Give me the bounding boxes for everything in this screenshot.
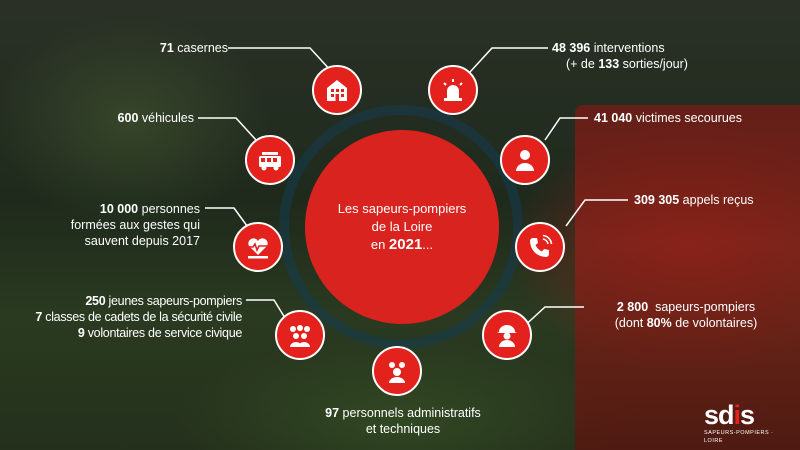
label-sapeurs: 2 800 sapeurs-pompiers (dont 80% de volo… bbox=[614, 300, 758, 330]
line-casernes bbox=[228, 47, 333, 73]
line-jeunes bbox=[246, 299, 286, 319]
firefighter-icon bbox=[497, 325, 517, 347]
label-appels: 309 305 appels reçus bbox=[634, 193, 754, 207]
node-interventions bbox=[428, 65, 478, 115]
label-casernes: 71 casernes bbox=[159, 41, 228, 55]
label-personnels: 97 personnels administratifs et techniqu… bbox=[325, 406, 481, 436]
hub-circle: Les sapeurs-pompiers de la Loire en 2021… bbox=[305, 130, 499, 324]
hub-line3: en 2021... bbox=[370, 236, 434, 253]
building-icon bbox=[327, 80, 347, 101]
hub-line2: de la Loire bbox=[371, 219, 433, 234]
person-icon bbox=[516, 150, 534, 171]
hub-year: 2021 bbox=[388, 236, 423, 253]
node-casernes bbox=[312, 65, 362, 115]
fire-truck-icon bbox=[259, 152, 281, 171]
phone-icon bbox=[530, 234, 553, 257]
node-victimes bbox=[500, 135, 550, 185]
node-personnels bbox=[372, 346, 422, 396]
label-formees: 10 000 personnes formées aux gestes qui … bbox=[70, 202, 200, 248]
node-formees bbox=[233, 222, 283, 272]
label-jeunes: 250 jeunes sapeurs-pompiers 7 classes de… bbox=[35, 294, 242, 340]
hub-line1: Les sapeurs-pompiers bbox=[337, 201, 467, 216]
line-vehicules bbox=[198, 117, 257, 141]
label-interventions: 48 396 interventions (+ de 133 sorties/j… bbox=[552, 41, 688, 71]
label-victimes: 41 040 victimes secourues bbox=[594, 111, 742, 125]
siren-icon bbox=[443, 79, 463, 101]
people-gears-icon bbox=[389, 362, 405, 383]
group-icon bbox=[290, 325, 310, 347]
node-jeunes bbox=[275, 310, 325, 360]
line-interventions bbox=[469, 47, 548, 73]
sdis-logo: sdis SAPEURS-POMPIERS · LOIRE bbox=[704, 400, 774, 444]
node-vehicules bbox=[245, 135, 295, 185]
node-appels bbox=[515, 222, 565, 272]
label-vehicules: 600 véhicules bbox=[117, 111, 194, 125]
node-sapeurs bbox=[482, 310, 532, 360]
hub-ring bbox=[279, 105, 523, 349]
first-aid-icon bbox=[247, 238, 269, 259]
background-fire-truck bbox=[575, 105, 800, 450]
